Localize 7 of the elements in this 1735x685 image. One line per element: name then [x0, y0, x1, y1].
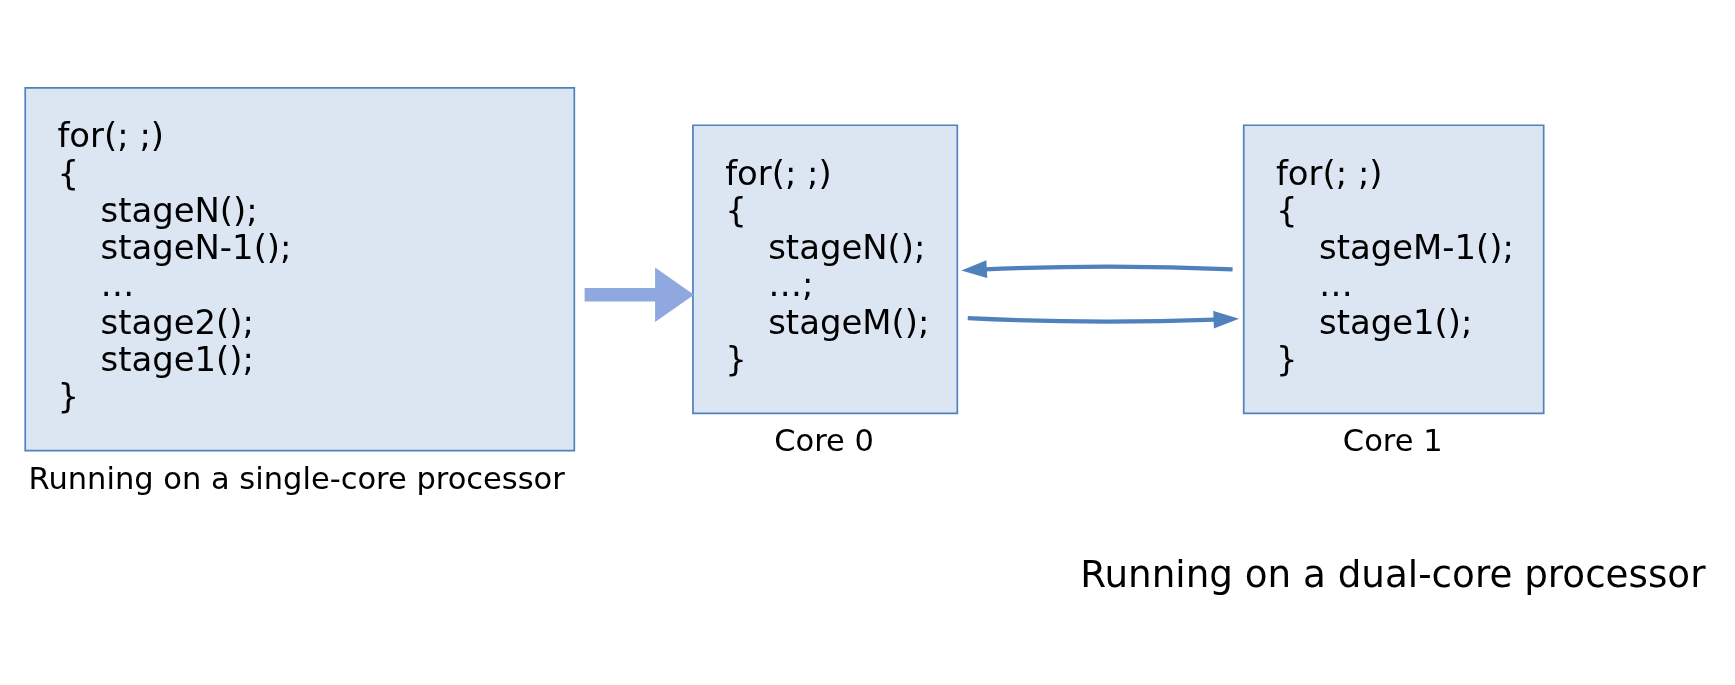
- node-label: Running on a single-core processor: [28, 460, 565, 496]
- label: Running on a dual-core processor: [1080, 551, 1706, 596]
- node-label: Core 1: [1342, 422, 1443, 458]
- arrow: [584, 266, 695, 322]
- node-label: Core 0: [774, 422, 874, 458]
- arrow: [961, 259, 1233, 278]
- arrow: [967, 310, 1240, 329]
